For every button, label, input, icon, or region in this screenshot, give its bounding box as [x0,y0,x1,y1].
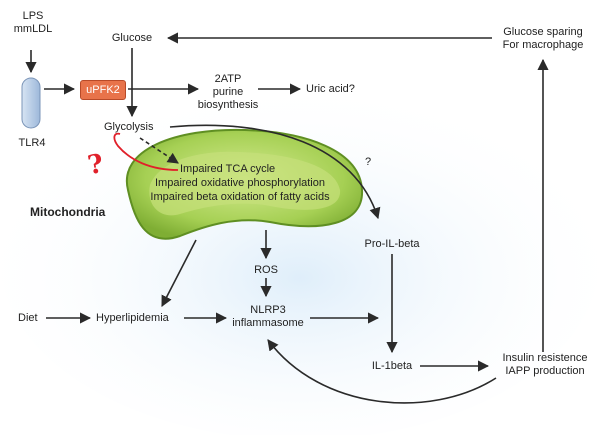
arrow-glycolysis-proil [169,124,381,220]
nlrp3-label: NLRP3 [250,304,286,316]
pro-il-beta-label: Pro-IL-beta [364,238,420,250]
insulin-resistence-label: Insulin resistence [502,352,588,364]
iapp-production-label: IAPP production [505,365,585,377]
arrow-insulin-nlrp3 [267,339,497,404]
impaired-oxphos-label: Impaired oxidative phosphorylation [155,177,325,189]
glycolysis-label: Glycolysis [104,121,154,133]
arrows [25,32,549,404]
background-glow [0,80,600,435]
glucose-label: Glucose [111,32,153,44]
lps-label: LPS [22,10,44,22]
mitochondrion-shape [125,128,364,240]
for-macrophage-label: For macrophage [502,39,584,51]
mitochondria-label: Mitochondria [30,205,106,219]
purine-label: purine [212,86,244,98]
impaired-beta-label: Impaired beta oxidation of fatty acids [150,191,330,203]
glucose-sparing-label: Glucose sparing [503,26,583,38]
hyperlipidemia-label: Hyperlipidemia [96,312,169,324]
tlr4-receptor [21,77,41,129]
diet-label: Diet [18,312,38,324]
il1beta-label: IL-1beta [371,360,413,372]
question-mark-small: ? [365,156,372,168]
ros-label: ROS [254,264,278,276]
upfk2-box: uPFK2 [80,80,126,100]
mmldl-label: mmLDL [13,23,53,35]
arrow-mito-hyperlipidemia [161,239,197,307]
uric-acid-label: Uric acid? [306,83,355,95]
inflammasome-label: inflammasome [232,317,304,329]
impaired-tca-label: Impaired TCA cycle [180,163,276,175]
atp2-label: 2ATP [214,73,242,85]
arrow-glycolysis-tca [139,137,179,164]
biosynthesis-label: biosynthesis [197,99,259,111]
red-inhibition-mark [113,132,179,171]
tlr4-label: TLR4 [18,137,46,149]
